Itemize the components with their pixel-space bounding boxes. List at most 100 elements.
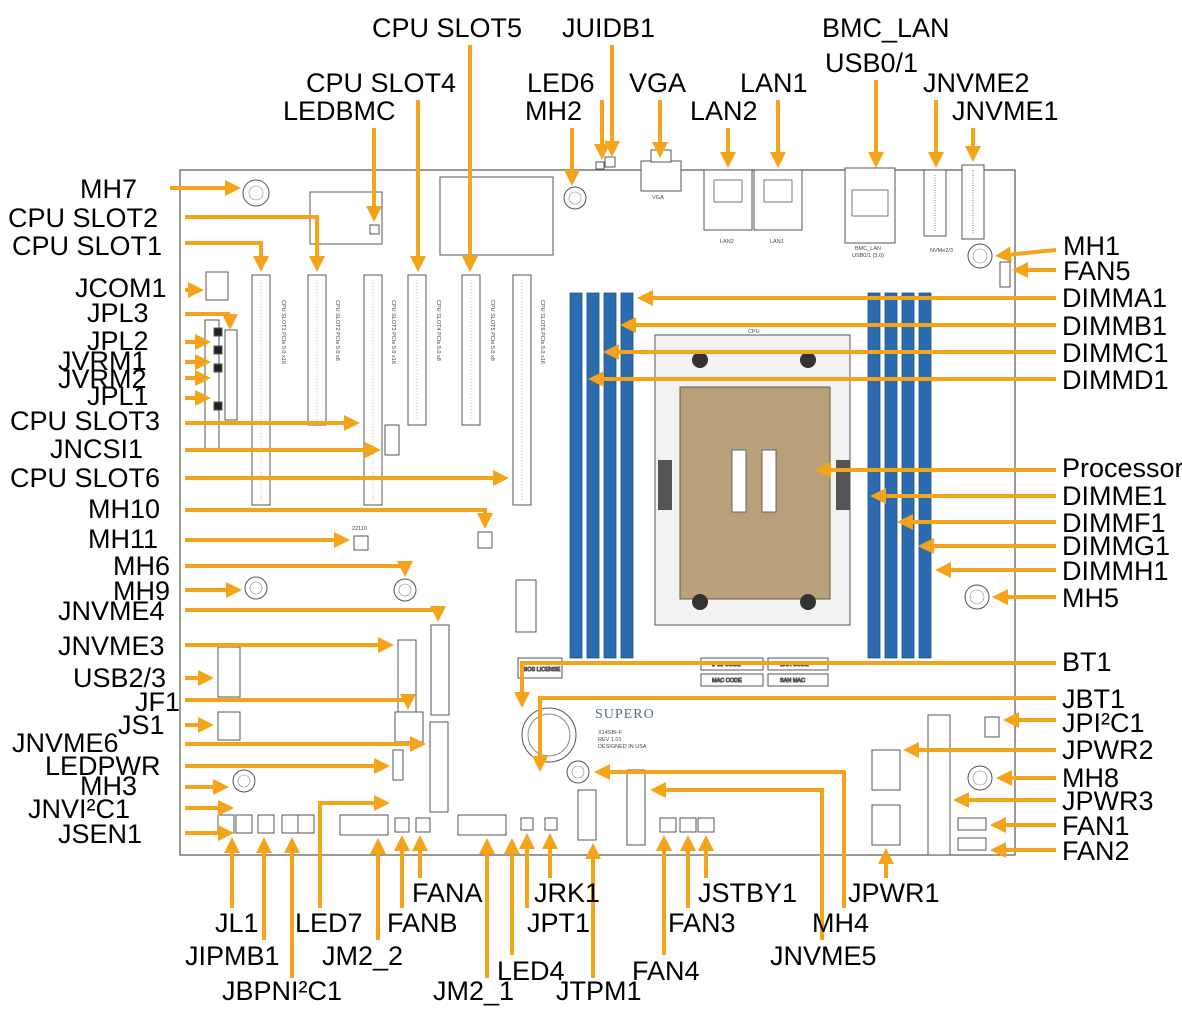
mount-hole-mh5 (964, 584, 990, 610)
vga-connector (640, 160, 682, 192)
label-led6: LED6 (527, 68, 595, 98)
arrow-jnvme5 (650, 782, 824, 940)
mount-hole-mh4 (566, 760, 590, 784)
jncsi1-connector (384, 424, 400, 456)
arrow-jstby1 (698, 835, 714, 878)
arrow-led6 (594, 100, 610, 160)
mount-hole-mh1 (967, 243, 993, 269)
fan2-header (957, 837, 987, 851)
label-jncsi1: JNCSI1 (50, 434, 143, 464)
san-mac-silk: SAN MAC (780, 678, 805, 684)
mount-hole-mh8 (967, 765, 993, 791)
arrow-usb01 (868, 80, 884, 168)
label-lan1: LAN1 (740, 68, 808, 98)
label-dimme1: DIMME1 (1062, 481, 1167, 511)
label-fan2: FAN2 (1062, 836, 1130, 866)
dimm-g1 (901, 292, 915, 659)
usb01-silk: USB0/1 (3.0) (852, 253, 884, 259)
label-fan5: FAN5 (1063, 256, 1131, 286)
cpu-socket: CPU (654, 329, 851, 626)
arrow-jf1 (185, 694, 416, 710)
arrow-jvrm2 (185, 370, 211, 386)
label-cpu-slot6: CPU SLOT6 (10, 463, 160, 493)
label-mh10: MH10 (88, 494, 160, 524)
label-jpwr3: JPWR3 (1062, 786, 1154, 816)
rear-io: VGA LAN2 LAN1 BMC_LAN USB0/1 (3.0) NVMe2… (595, 149, 1011, 288)
label-dimmf1: DIMMF1 (1062, 508, 1166, 538)
slot6-silk: CPU SLOT6 PCIe 5.0 x16 (539, 300, 545, 364)
mount-hole-mh6 (393, 578, 417, 602)
label-ledbmc: LEDBMC (283, 96, 396, 126)
label-led7: LED7 (295, 908, 363, 938)
arrow-jm2-1 (479, 838, 495, 978)
arrow-dimmh1 (935, 562, 1056, 578)
jsen1-header (235, 814, 253, 834)
arrow-jbpni2c1 (284, 837, 300, 978)
dimm-e1 (867, 292, 881, 659)
arrow-processor (815, 462, 1056, 478)
callout-arrows (170, 45, 1057, 978)
dimm-c1 (603, 292, 617, 659)
fan5-header (999, 261, 1011, 288)
jstby1-header (697, 817, 715, 833)
label-cpu-slot3: CPU SLOT3 (10, 406, 160, 436)
arrow-mh5 (992, 589, 1056, 605)
cpu-slot3 (363, 274, 383, 506)
arrow-fana (412, 835, 428, 878)
arrow-mh3 (185, 779, 229, 795)
label-usb23: USB2/3 (73, 663, 166, 693)
label-jpl2: JPL2 (87, 326, 149, 356)
arrow-mh11 (185, 532, 350, 548)
label-mh5: MH5 (1062, 583, 1119, 613)
jpwr2-connector (871, 749, 901, 791)
label-dimmg1: DIMMG1 (1062, 531, 1170, 561)
arrow-jbt1 (532, 696, 1056, 772)
jtpm1-header (577, 789, 597, 841)
arrow-lan2 (720, 128, 736, 168)
cpu-silk: CPU (748, 329, 760, 335)
label-vga: VGA (629, 68, 686, 98)
label-jstby1: JSTBY1 (698, 878, 797, 908)
label-js1: JS1 (118, 710, 165, 740)
label-jnvi2c1: JNVI²C1 (28, 794, 130, 824)
dimm-b1 (586, 292, 600, 659)
mh10-block (477, 531, 493, 549)
jnvme4-connector (430, 624, 450, 716)
arrow-jnvme6 (185, 736, 426, 752)
label-dimma1: DIMMA1 (1062, 283, 1167, 313)
arrow-mh8 (996, 770, 1056, 786)
bmc-lan-silk: BMC_LAN (855, 246, 881, 252)
arrow-jvrm1 (185, 354, 211, 370)
label-jvrm1: JVRM1 (58, 346, 147, 376)
arrow-fan3 (680, 835, 696, 908)
jnvi2c1-header (297, 814, 315, 834)
brand-silk: SUPERO (595, 707, 655, 722)
label-jtpm1: JTPM1 (556, 976, 642, 1006)
model-silk: X14SBI-F (598, 730, 622, 736)
arrow-vga (652, 100, 668, 158)
label-mh8: MH8 (1062, 763, 1119, 793)
label-jbpni2c1: JBPNI²C1 (222, 976, 342, 1006)
arrow-jpwr1 (878, 848, 894, 878)
vga-silk: VGA (652, 195, 664, 201)
arrow-jpl3 (185, 312, 238, 330)
fan1-header (957, 817, 987, 831)
slot1-silk: CPU SLOT1 PCIe 5.0 x16 (280, 300, 286, 364)
arrow-jpi2c1 (1003, 712, 1056, 728)
label-bmc-lan: BMC_LAN (822, 13, 950, 43)
mounting-holes (232, 179, 993, 793)
arrow-mh10 (185, 508, 493, 529)
label-jcom1: JCOM1 (75, 273, 167, 303)
label-jpi2c1: JPI²C1 (1062, 708, 1145, 738)
arrow-dimma1 (637, 290, 1056, 306)
label-jvrm2: JVRM2 (58, 364, 147, 394)
mac-code-silk: MAC CODE (712, 678, 742, 684)
label-fana: FANA (412, 878, 483, 908)
label-mh11: MH11 (88, 524, 158, 554)
label-juidb1: JUIDB1 (562, 13, 655, 43)
arrow-dimme1 (870, 488, 1056, 504)
jpwr3-connector (927, 714, 951, 856)
arrow-jipmb1 (256, 837, 272, 940)
arrow-jpl1 (185, 390, 211, 406)
